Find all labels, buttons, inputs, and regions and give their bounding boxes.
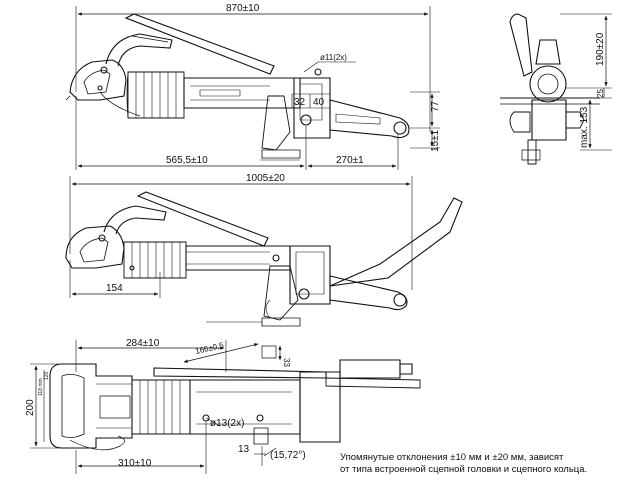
dim-190: 190±20 bbox=[595, 32, 606, 66]
dim-310: 310±10 bbox=[118, 458, 152, 469]
dim-13: 13 bbox=[238, 444, 250, 455]
dim-120: 120 bbox=[44, 371, 50, 380]
dim-33: 33 bbox=[282, 358, 291, 367]
dim-1005: 1005±20 bbox=[246, 173, 285, 184]
dim-118: 118 mm bbox=[38, 378, 44, 396]
dim-200: 200 bbox=[25, 399, 36, 416]
tolerance-note-line-1: Упомянутые отклонения ±10 мм и ±20 мм, з… bbox=[340, 452, 564, 463]
dim-bolt-dia-plan: ø13(2x) bbox=[210, 418, 244, 429]
front-view bbox=[500, 13, 612, 165]
dim-270: 270±1 bbox=[336, 155, 364, 166]
dim-15: 15±1 bbox=[430, 129, 441, 152]
plan-view bbox=[30, 340, 421, 474]
dim-870: 870±10 bbox=[226, 3, 260, 14]
dim-25: 25 bbox=[596, 89, 605, 98]
dim-77: 77 bbox=[430, 100, 441, 112]
dim-166: 166±0,5 bbox=[194, 341, 225, 356]
tolerance-note-line-2: от типа встроенной сцепной головки и сце… bbox=[340, 464, 588, 475]
dim-40: 40 bbox=[313, 97, 325, 108]
dim-line-166 bbox=[183, 343, 259, 363]
tolerance-note: Упомянутые отклонения ±10 мм и ±20 мм, з… bbox=[340, 452, 630, 476]
dim-angle: (15,72°) bbox=[270, 450, 306, 461]
side-view-middle bbox=[65, 176, 463, 327]
side-view-top bbox=[65, 6, 440, 170]
dim-154: 154 bbox=[106, 283, 123, 294]
dimension-labels: 870±10 ø11(2x) 32 40 77 15±1 565,5±10 27… bbox=[25, 3, 606, 469]
dim-284: 284±10 bbox=[126, 338, 160, 349]
dim-153: max. 153 bbox=[579, 106, 590, 148]
dim-565: 565,5±10 bbox=[166, 155, 208, 166]
dim-bolt-dia-top: ø11(2x) bbox=[320, 53, 347, 62]
dim-32: 32 bbox=[294, 97, 306, 108]
